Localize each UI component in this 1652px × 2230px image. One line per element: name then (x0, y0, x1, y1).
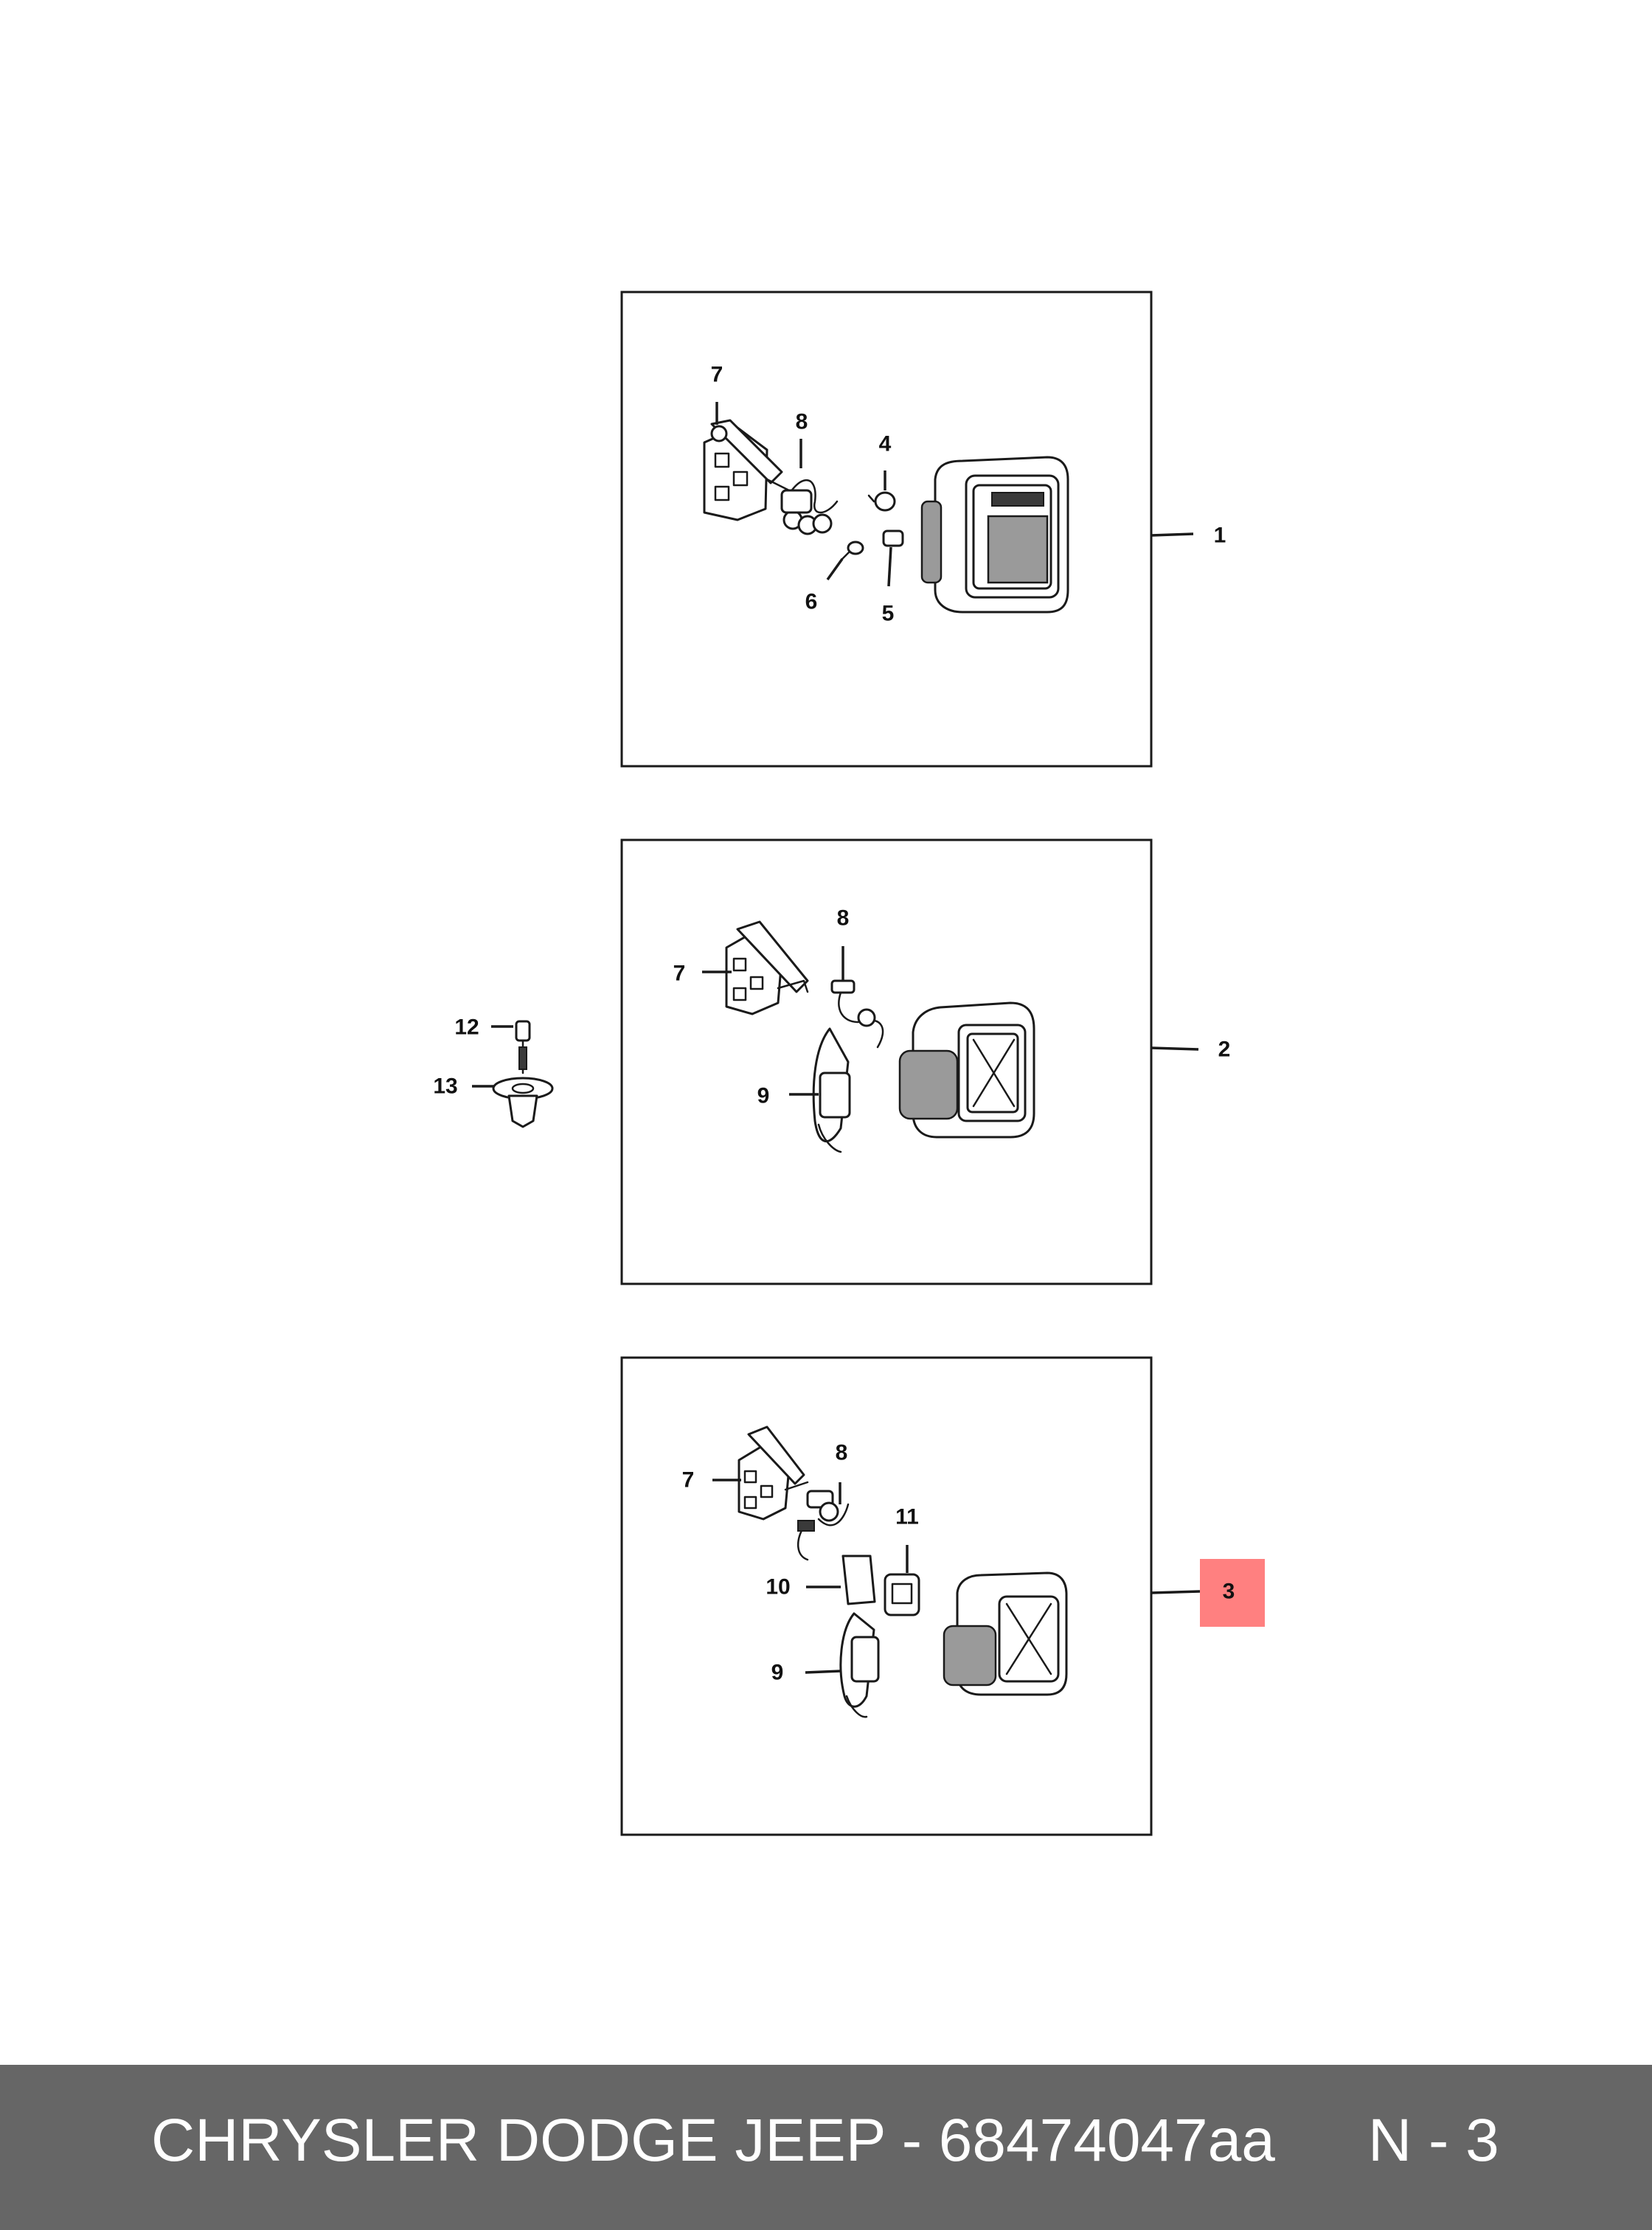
panel-3-callout: 3 (1223, 1580, 1235, 1604)
callout-6: 6 (805, 590, 818, 614)
callout-9: 9 (757, 1084, 770, 1108)
footer-page-number: N - 3 (1368, 2107, 1499, 2174)
callout-9: 9 (771, 1661, 784, 1685)
panel-1-frame (620, 291, 1153, 768)
panel-2: 8 7 9 2 (620, 838, 1231, 1285)
push-retainer-part (492, 1077, 554, 1128)
panel-1-callouts: 7 8 4 6 5 1 (711, 363, 1226, 626)
bulb-socket-part (882, 529, 904, 547)
callout-5: 5 (882, 602, 895, 626)
panel-2-callout: 2 (1218, 1038, 1231, 1062)
callout-7: 7 (673, 962, 686, 986)
callout-7: 7 (711, 363, 723, 387)
bracket-part (703, 419, 791, 521)
screw-part (841, 541, 864, 560)
panel-2-frame (620, 838, 1153, 1285)
bracket-part (738, 1425, 809, 1521)
parts-diagram: 7 8 4 6 5 1 (433, 291, 1265, 1836)
bulb-part (867, 491, 896, 512)
panel-3-callouts: 8 7 11 10 9 3 (682, 1441, 1265, 1685)
callout-8: 8 (796, 410, 808, 434)
panel-1-callout: 1 (1214, 524, 1226, 548)
lamp-socket-part (884, 1573, 920, 1616)
wiring-harness-part (812, 1027, 851, 1153)
tail-lamp-part (898, 1001, 1035, 1139)
loose-parts: 12 13 (433, 1015, 554, 1128)
tail-lamp-part (943, 1571, 1068, 1696)
callout-7: 7 (682, 1468, 695, 1493)
footer-title: CHRYSLER DODGE JEEP - 68474047aa (151, 2107, 1275, 2174)
callout-13: 13 (433, 1074, 457, 1099)
wiring-connector-part (797, 1490, 850, 1561)
control-module-part (841, 1555, 876, 1605)
callout-11: 11 (895, 1505, 919, 1529)
wiring-connector-part (780, 479, 839, 535)
callout-12: 12 (454, 1015, 479, 1040)
callout-8: 8 (837, 906, 850, 931)
footer-bar: CHRYSLER DODGE JEEP - 68474047aa N - 3 (0, 2065, 1652, 2230)
callout-10: 10 (766, 1575, 790, 1599)
callout-4: 4 (879, 432, 892, 456)
tail-lamp-part (920, 456, 1069, 614)
wiring-connector-part (830, 979, 884, 1049)
bracket-part (725, 920, 809, 1015)
wiring-harness-part (839, 1612, 880, 1718)
panel-2-callouts: 8 7 9 2 (673, 906, 1231, 1108)
callout-8: 8 (836, 1441, 848, 1465)
panel-3-callout-highlight (1200, 1559, 1265, 1627)
panel-1: 7 8 4 6 5 1 (620, 291, 1226, 768)
clip-screw-part (515, 1020, 531, 1074)
panel-3: 8 7 11 10 9 3 (620, 1356, 1265, 1836)
